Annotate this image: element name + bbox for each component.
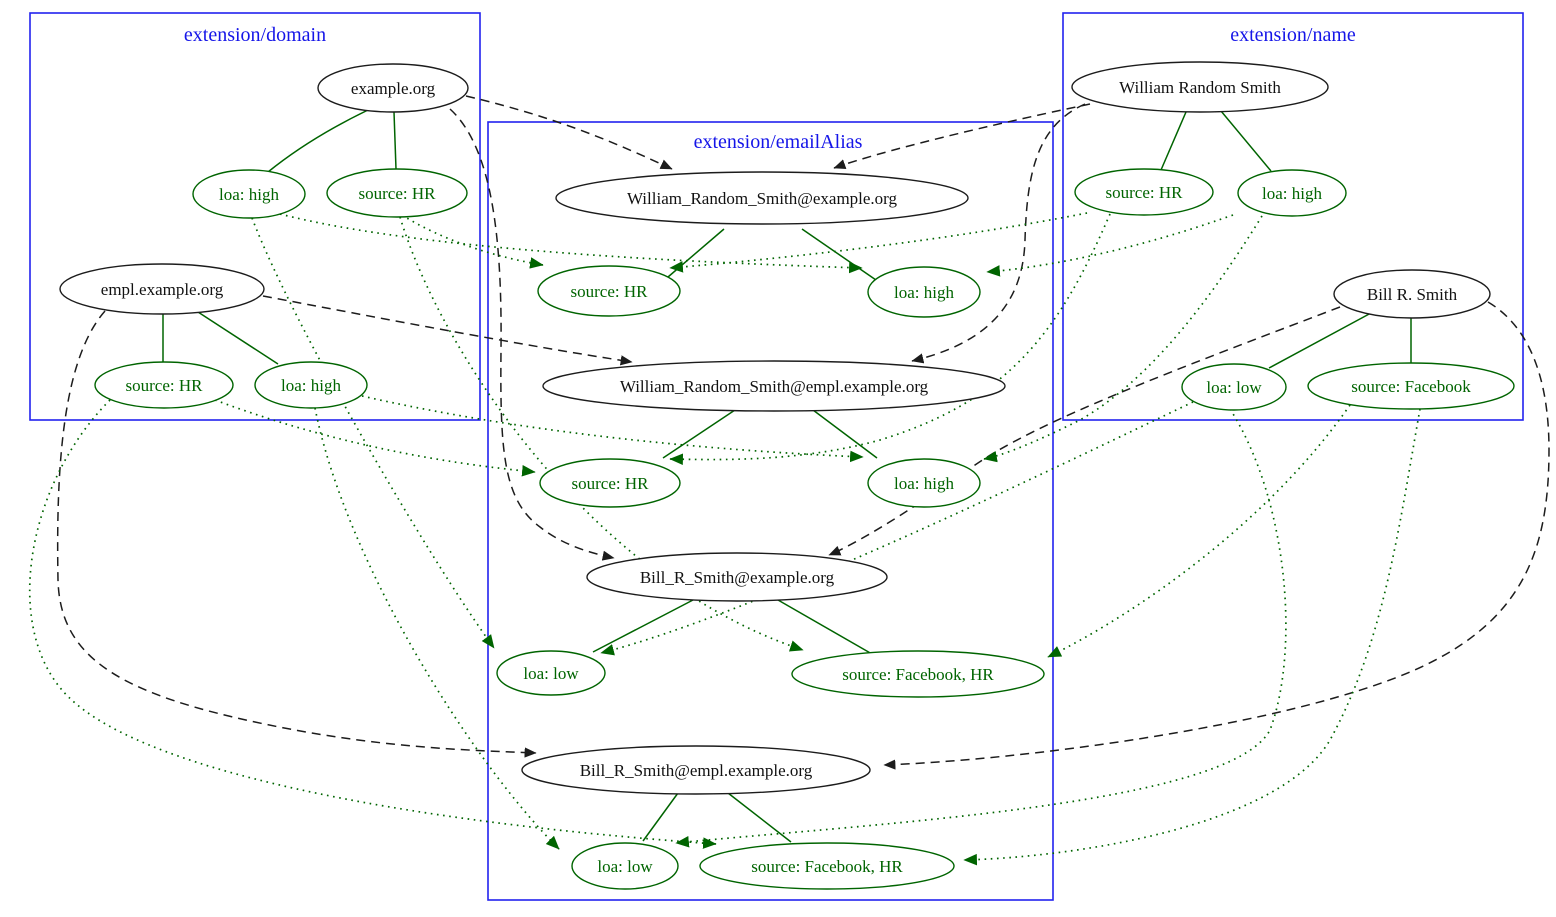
edge-empl-source-to-alias2-source [214, 399, 536, 477]
edge-bill-source-to-alias4-source [963, 408, 1421, 866]
node-example-org: example.org [317, 63, 469, 113]
svg-text:Bill_R_Smith@example.org: Bill_R_Smith@example.org [640, 568, 835, 587]
edge-bill-loa-to-alias3-loa [600, 401, 1194, 656]
cluster-email-alias-border [487, 121, 1054, 901]
svg-text:loa: high: loa: high [1262, 184, 1322, 203]
attr-alias4-source: source: Facebook, HR [699, 842, 955, 890]
svg-text:loa: high: loa: high [894, 474, 954, 493]
edge-bill-to-alias3 [828, 306, 1341, 556]
edge-alias1-loa [801, 228, 877, 281]
node-example-org-shape [317, 63, 469, 113]
attr-alias2-loa: loa: high [867, 458, 981, 508]
svg-text:source: HR: source: HR [572, 474, 650, 493]
edge-alias3-loa [592, 599, 694, 653]
edge-wrs-source-to-alias2-source [669, 213, 1111, 466]
edge-empl-loa-to-alias4-loa [314, 407, 560, 850]
edge-alias4-loa [642, 792, 679, 842]
cluster-name: extension/name [1062, 12, 1524, 421]
edge-alias2-loa [812, 409, 878, 459]
attr-wrs-loa: loa: high [1237, 169, 1347, 217]
attr-alias3-loa: loa: low [496, 650, 606, 696]
svg-text:loa: low: loa: low [523, 664, 579, 683]
edge-wrs-loa-to-alias1-loa [986, 214, 1234, 277]
svg-text:William_Random_Smith@example.o: William_Random_Smith@example.org [627, 189, 898, 208]
node-example-org-label: example.org [351, 79, 436, 98]
attr-alias2-source: source: HR [539, 458, 681, 508]
attr-example-org-loa: loa: high [192, 169, 306, 219]
edges-dotted [28, 212, 1421, 866]
node-alias-bill-empl-example-org: Bill_R_Smith@empl.example.org [521, 745, 871, 795]
edge-alias3-source [777, 599, 873, 655]
cluster-email-alias: extension/emailAlias [487, 121, 1054, 901]
svg-text:source: Facebook, HR: source: Facebook, HR [751, 857, 903, 876]
attr-wrs-source: source: HR [1074, 168, 1214, 216]
cluster-domain: extension/domain [29, 12, 481, 421]
svg-text:William Random Smith: William Random Smith [1119, 78, 1281, 97]
svg-text:source: HR: source: HR [359, 184, 437, 203]
edge-bill-source-to-alias3-source [1047, 404, 1351, 658]
edge-example-org-to-alias3 [449, 108, 615, 561]
svg-text:loa: high: loa: high [219, 185, 279, 204]
edge-empl-loa [197, 311, 279, 365]
attr-empl-loa: loa: high [254, 361, 368, 409]
edge-bill-loa [1268, 312, 1372, 369]
node-alias-bill-example-org: Bill_R_Smith@example.org [586, 552, 888, 602]
attr-alias1-source: source: HR [537, 265, 681, 317]
svg-text:loa: high: loa: high [281, 376, 341, 395]
svg-text:Bill_R_Smith@empl.example.org: Bill_R_Smith@empl.example.org [580, 761, 813, 780]
edge-empl-to-alias4 [56, 310, 537, 758]
edge-wrs-loa [1220, 110, 1272, 172]
edge-example-org-to-alias1 [465, 95, 673, 170]
node-empl-example-org: empl.example.org [59, 263, 265, 315]
edge-bill-to-alias4 [883, 301, 1550, 770]
svg-text:Bill R. Smith: Bill R. Smith [1367, 285, 1458, 304]
cluster-domain-title: extension/domain [184, 24, 326, 46]
svg-text:source: HR: source: HR [1106, 183, 1184, 202]
svg-text:empl.example.org: empl.example.org [101, 280, 224, 299]
edge-example-org-source [393, 111, 397, 170]
edges-solid [162, 109, 1412, 843]
edge-bill-loa-to-alias4-loa [675, 408, 1287, 848]
svg-text:source: Facebook: source: Facebook [1351, 377, 1471, 396]
edge-empl-to-alias2 [262, 295, 633, 366]
node-alias-wrs-empl-example-org: William_Random_Smith@empl.example.org [542, 360, 1006, 412]
edge-wrs-source-to-alias1-source [669, 212, 1088, 273]
svg-text:loa: low: loa: low [1206, 378, 1262, 397]
cluster-name-title: extension/name [1230, 24, 1356, 46]
edge-alias2-source [662, 409, 736, 459]
svg-text:source: Facebook, HR: source: Facebook, HR [842, 665, 994, 684]
edge-wrs-loa-to-alias2-loa [983, 215, 1263, 463]
attr-alias4-loa: loa: low [571, 842, 679, 890]
edge-alias1-source [667, 228, 725, 278]
cluster-name-border [1062, 12, 1524, 421]
edge-wrs-to-alias2 [911, 103, 1086, 364]
svg-text:loa: low: loa: low [597, 857, 653, 876]
attr-bill-loa: loa: low [1181, 363, 1287, 411]
attr-alias3-source: source: Facebook, HR [791, 650, 1045, 698]
edge-example-org-loa [267, 109, 369, 173]
edge-example-loa-to-alias3-loa [251, 217, 495, 649]
edge-alias4-source [727, 792, 792, 843]
node-bill-r-smith: Bill R. Smith [1333, 269, 1491, 319]
edges-dashed [56, 95, 1550, 770]
cluster-domain-border [29, 12, 481, 421]
edge-wrs-source [1160, 111, 1187, 171]
svg-text:source: HR: source: HR [126, 376, 204, 395]
attr-bill-source: source: Facebook [1307, 362, 1515, 410]
cluster-email-alias-title: extension/emailAlias [694, 131, 863, 153]
svg-text:William_Random_Smith@empl.exam: William_Random_Smith@empl.example.org [620, 377, 929, 396]
nodes: example.org loa: high source: HR empl.ex… [59, 61, 1515, 890]
edge-empl-source-to-alias4-source [28, 399, 717, 849]
attr-example-org-source: source: HR [326, 168, 468, 218]
attr-empl-source: source: HR [94, 361, 234, 409]
attr-alias1-loa: loa: high [867, 266, 981, 318]
node-alias-wrs-example-org: William_Random_Smith@example.org [555, 171, 969, 225]
edge-wrs-to-alias1 [833, 103, 1091, 170]
svg-text:loa: high: loa: high [894, 283, 954, 302]
svg-text:source: HR: source: HR [571, 282, 649, 301]
node-william-random-smith: William Random Smith [1071, 61, 1329, 113]
edge-example-source-to-alias1-source [401, 214, 544, 269]
